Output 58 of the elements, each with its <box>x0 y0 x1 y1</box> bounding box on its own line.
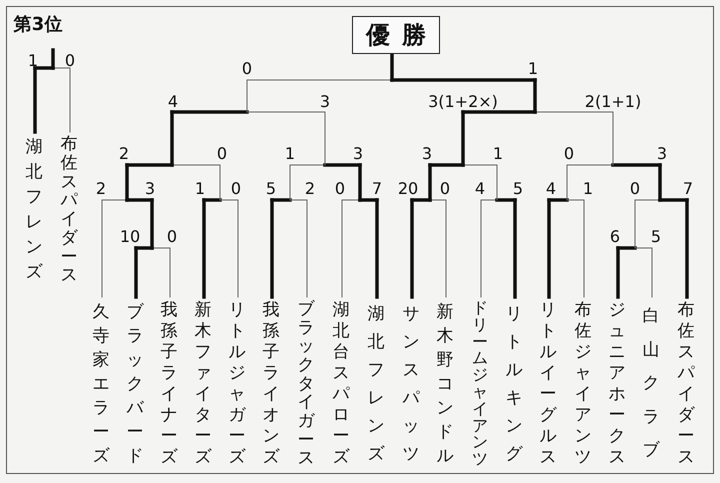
score-label: 1 <box>194 180 206 198</box>
team-name: 布佐スパイダース <box>676 300 696 468</box>
team-name: 布佐スパイダース <box>59 135 79 285</box>
team-name: 我孫子ライナーズ <box>159 300 179 468</box>
score-label: 5 <box>512 180 524 198</box>
champion-box: 優勝 <box>352 16 440 54</box>
score-label: 1 <box>492 145 504 163</box>
score-label: 1 <box>528 60 538 78</box>
score-label: 10 <box>120 228 140 246</box>
score-label: 3(1+2×) <box>428 93 498 111</box>
score-label: 0 <box>564 145 574 163</box>
score-label: 2(1+1) <box>584 93 642 111</box>
score-label: 4 <box>168 93 178 111</box>
team-name: ブラックタイガース <box>296 300 316 468</box>
team-name: 我孫子ライオンズ <box>261 300 281 468</box>
team-name: リトルキング <box>504 300 524 468</box>
team-name: 布佐ジャイアンツ <box>573 300 593 468</box>
score-label: 0 <box>242 60 252 78</box>
score-label: 4 <box>474 180 486 198</box>
score-label: 6 <box>610 228 620 246</box>
team-name: ブラックバード <box>125 300 145 468</box>
team-name: 湖北フレンズ <box>24 135 44 285</box>
team-name: 白山クラブ <box>641 300 661 468</box>
score-label: 1 <box>582 180 594 198</box>
team-name: サンスパッツ <box>401 300 421 468</box>
score-label: 0 <box>334 180 346 198</box>
section-heading: 第3位 <box>14 16 62 34</box>
score-label: 20 <box>398 180 418 198</box>
team-name: リトルジャガーズ <box>227 300 247 468</box>
score-label: 4 <box>546 180 556 198</box>
score-label: 5 <box>650 228 662 246</box>
score-label: 0 <box>64 52 76 70</box>
score-label: 5 <box>266 180 276 198</box>
score-label: 2 <box>304 180 316 198</box>
team-name: 新木野コンドル <box>435 300 455 468</box>
score-label: 0 <box>166 228 178 246</box>
team-name: 湖北フレンズ <box>366 300 386 468</box>
score-label: 3 <box>352 145 364 163</box>
team-name: 新木ファイターズ <box>193 300 213 468</box>
team-name: ドリームジャイアンツ <box>470 300 490 468</box>
score-label: 0 <box>216 145 228 163</box>
score-label: 2 <box>118 145 130 163</box>
score-label: 0 <box>630 180 640 198</box>
team-name: 久寺家エラーズ <box>91 300 111 468</box>
score-label: 7 <box>372 180 382 198</box>
score-label: 1 <box>28 52 38 70</box>
score-label: 3 <box>320 93 330 111</box>
score-label: 3 <box>422 145 432 163</box>
score-label: 0 <box>230 180 242 198</box>
team-name: ジュニアホークス <box>607 300 627 468</box>
score-label: 7 <box>682 180 694 198</box>
score-label: 1 <box>284 145 296 163</box>
team-name: 湖北台スパローズ <box>331 300 351 468</box>
score-label: 3 <box>144 180 156 198</box>
score-label: 3 <box>656 145 668 163</box>
score-label: 2 <box>96 180 106 198</box>
score-label: 0 <box>440 180 450 198</box>
team-name: リトルイーグルス <box>538 300 558 468</box>
